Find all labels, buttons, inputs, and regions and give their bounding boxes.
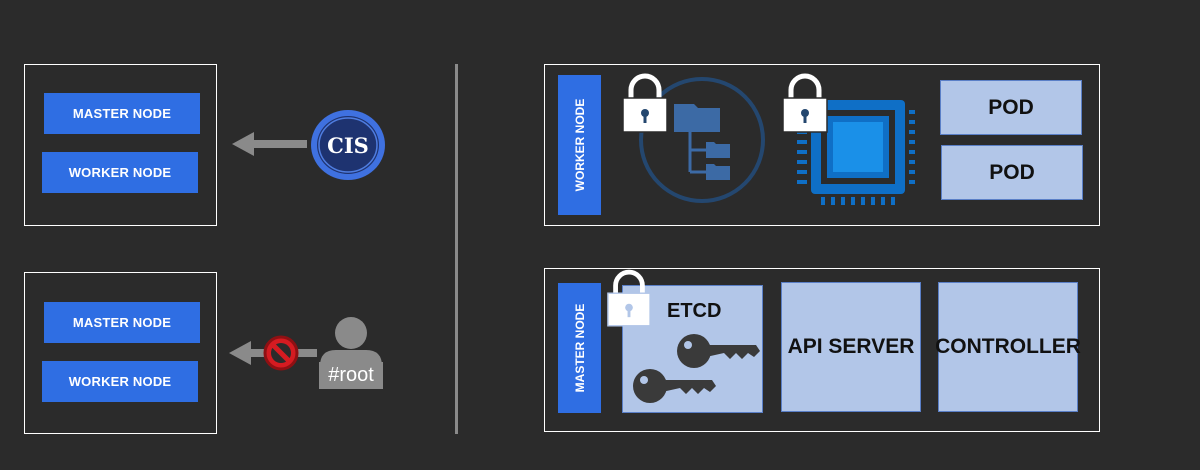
master-node-vertical-label: MASTER NODE (558, 283, 601, 413)
worker-node-box-bottom: WORKER NODE (42, 361, 198, 402)
cis-badge-text: CIS (327, 133, 369, 158)
worker-node-vertical-text: WORKER NODE (572, 98, 587, 192)
folder-tree-icon (639, 77, 765, 203)
left-top-cluster (24, 64, 217, 226)
pod-box-2: POD (941, 145, 1083, 200)
lock-icon (782, 73, 828, 133)
api-server-box: API SERVER (781, 282, 921, 412)
no-entry-icon (263, 335, 299, 371)
etcd-label: ETCD (667, 300, 722, 322)
worker-node-panel (544, 64, 1100, 226)
master-node-box-top: MASTER NODE (44, 93, 200, 134)
worker-node-box-top: WORKER NODE (42, 152, 198, 193)
lock-icon (622, 73, 668, 133)
worker-node-vertical-label: WORKER NODE (558, 75, 601, 215)
master-node-vertical-text: MASTER NODE (572, 303, 587, 393)
cis-badge-icon: CIS (311, 110, 385, 180)
controller-box: CONTROLLER (935, 282, 1081, 412)
user-icon (320, 317, 382, 366)
vertical-divider (455, 64, 458, 434)
root-user-label: #root (319, 362, 383, 389)
master-node-box-bottom: MASTER NODE (44, 302, 200, 343)
left-bottom-cluster (24, 272, 217, 434)
lock-icon (607, 269, 651, 327)
key-icon (633, 369, 716, 403)
pod-box-1: POD (940, 80, 1082, 135)
key-icon (677, 334, 760, 368)
master-node-panel (544, 268, 1100, 432)
cpu-chip-icon (797, 100, 915, 205)
arrow-left-icon (232, 132, 307, 156)
